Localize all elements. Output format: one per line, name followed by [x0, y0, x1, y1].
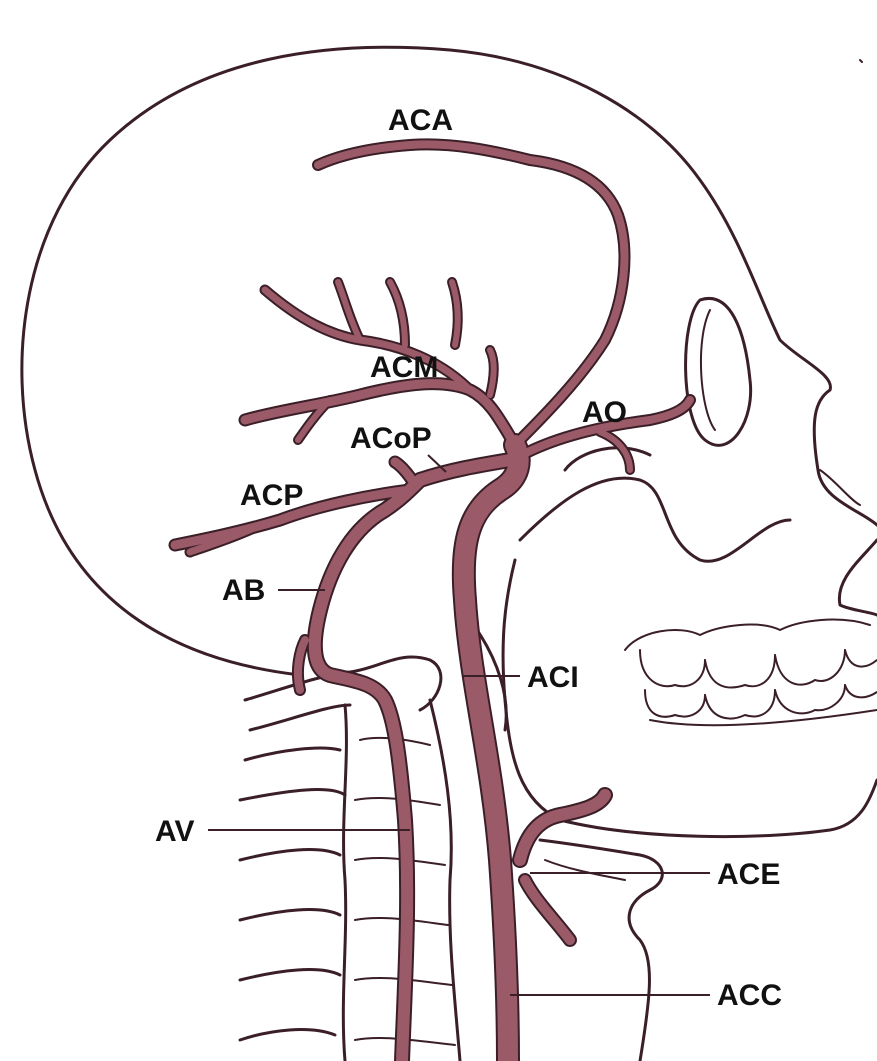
- cervical-spine: [240, 657, 662, 1061]
- label-acp: ACP: [240, 479, 303, 512]
- label-ab: AB: [222, 574, 265, 607]
- vertebral-artery: [315, 480, 420, 1061]
- label-ace: ACE: [717, 858, 780, 891]
- label-aci: ACI: [527, 661, 579, 694]
- label-acc: ACC: [717, 979, 782, 1012]
- label-av: AV: [155, 815, 194, 848]
- common-carotid-artery: [464, 445, 519, 1061]
- skull-outline: [22, 47, 877, 836]
- teeth: [625, 620, 877, 726]
- external-carotid-branch: [525, 880, 570, 940]
- label-acm: ACM: [370, 351, 438, 384]
- label-aca: ACA: [388, 104, 453, 137]
- acm-branch-1: [265, 290, 470, 390]
- label-acop: ACoP: [350, 422, 432, 455]
- label-ao: AO: [582, 396, 627, 429]
